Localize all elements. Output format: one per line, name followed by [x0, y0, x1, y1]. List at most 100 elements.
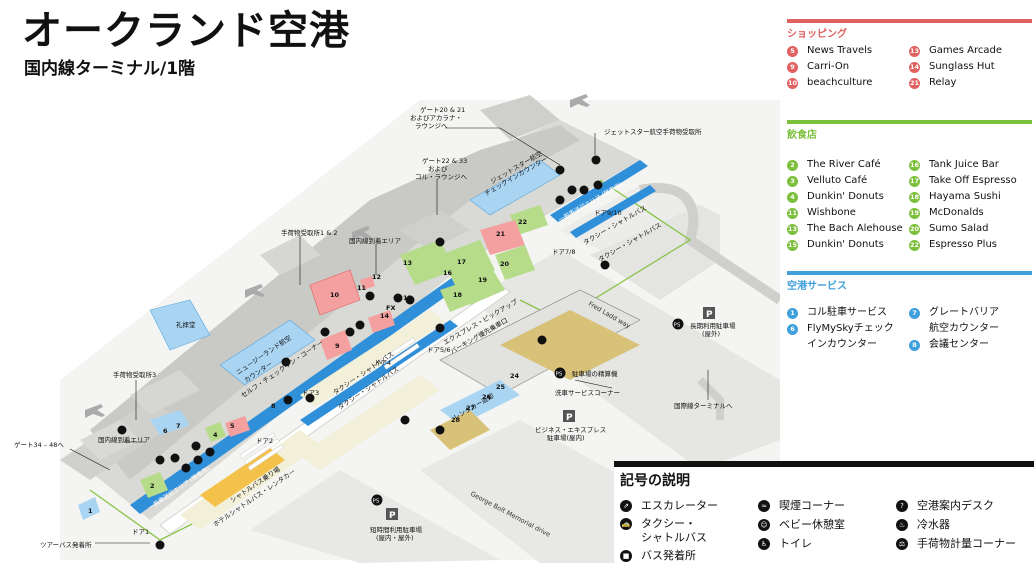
legend-item-name: Sunglass Hut — [929, 61, 995, 72]
legend-item-name: コル駐車サービス — [807, 307, 887, 318]
food-areas — [140, 205, 548, 498]
label-gate-20-21: ゲート20 & 21 — [420, 105, 465, 114]
legend-item: 10 beachculture — [787, 77, 872, 89]
service-number-badge: 8 — [909, 339, 920, 351]
legend-item-name: beachculture — [807, 77, 873, 88]
scale-icon: ⚖ — [896, 538, 908, 550]
shop-number: 28 — [451, 416, 461, 424]
shop-number-badge: 10 — [787, 77, 798, 89]
key-item: ⇗ エスカレーター — [620, 499, 718, 513]
service-number-badge: 6 — [787, 323, 798, 335]
legend-item-name: Hayama Sushi — [929, 191, 1001, 202]
label-business-parking: 駐車場(屋内) — [547, 433, 585, 442]
shop-number-badge: 13 — [909, 45, 920, 57]
label-door-4: ドア4 — [374, 359, 391, 367]
shuttle-bands — [180, 310, 445, 530]
legend-item-name: FlyMySkyチェック — [807, 323, 894, 334]
key-item-label: バス発着所 — [641, 549, 696, 562]
legend-item: 21 Relay — [909, 77, 956, 89]
food-color-bar — [787, 120, 1032, 124]
shop-number-badge: 9 — [787, 61, 798, 73]
shop-number: 12 — [372, 273, 381, 281]
shopping-title: ショッピング — [787, 29, 847, 40]
label-short-term-parking: 短時間利用駐車場 — [370, 525, 423, 534]
label-gate-20-21: ラウンジへ — [415, 122, 448, 130]
food-number-badge: 18 — [909, 191, 920, 203]
label-gate-34-48: ゲート34 – 48へ — [14, 440, 64, 449]
legend-item-name: グレートバリア — [929, 307, 999, 318]
key-item: ■ バス発着所 — [620, 549, 696, 563]
legend-item: 18 Hayama Sushi — [909, 191, 1001, 203]
shop-number: 10 — [330, 291, 340, 299]
shop-number: 11 — [357, 284, 367, 292]
shop-number: 15 — [403, 294, 413, 302]
parking-sign-business: P — [566, 413, 573, 423]
label-door-7-8: ドア7/8 — [552, 248, 575, 256]
food-number-badge: 2 — [787, 159, 798, 171]
shop-number: 18 — [453, 291, 463, 299]
label-parking-pay: 駐車場の精算機 — [572, 369, 618, 378]
leader-lines — [69, 127, 709, 544]
label-business-parking: ビジネス・エキスプレス — [535, 425, 606, 434]
service-number-badge: 7 — [909, 307, 920, 319]
key-item: 🚕 タクシー・ シャトルバス — [620, 517, 707, 545]
symbol-key: 記号の説明 ⇗ エスカレーター 🚕 タクシー・ シャトルバス ■ バス発着所 ≈… — [614, 461, 1034, 563]
key-item: ? 空港案内デスク — [896, 499, 994, 513]
shop-number: 20 — [500, 260, 510, 268]
shop-number: 14 — [380, 312, 390, 320]
label-door-5-6: ドア5/6 — [427, 346, 450, 354]
key-item-label: ベビー休憩室 — [779, 518, 845, 531]
shop-number: 16 — [443, 269, 453, 277]
key-item-label: タクシー・ — [641, 517, 696, 530]
crosswalk — [239, 337, 420, 471]
key-item: ♨ 冷水器 — [896, 518, 950, 532]
label-gate-22-33: および — [428, 165, 448, 173]
toilet-icon: ♿ — [758, 538, 770, 550]
shop-number-badge: 21 — [909, 77, 920, 89]
food-number-badge: 19 — [909, 207, 920, 219]
parking-signs: P P P PS PS PS FX — [371, 304, 715, 521]
airline-areas — [78, 159, 561, 520]
shop-number: 24 — [510, 372, 520, 380]
legend-item-name: Relay — [929, 77, 957, 88]
food-title: 飲食店 — [787, 130, 817, 141]
legend-item-name: インカウンター — [807, 339, 877, 350]
legend-item-name: Tank Juice Bar — [929, 159, 999, 170]
label-gate-22-33: コル・ラウンジへ — [415, 173, 468, 181]
shopping-color-bar — [787, 19, 1032, 23]
facility-icons — [117, 155, 610, 550]
label-to-international: 国際線ターミナルへ — [674, 401, 733, 410]
shop-number: 22 — [518, 218, 527, 226]
key-color-bar — [614, 461, 1034, 467]
food-number-badge: 3 — [787, 175, 798, 187]
smoking-icon: ≈ — [758, 500, 770, 512]
shop-number: 7 — [176, 422, 181, 430]
premium-parking-sign-1: PS — [674, 323, 681, 329]
airplane-icons — [85, 94, 590, 418]
label-chapel: 礼拝堂 — [176, 320, 196, 329]
food-number-badge: 20 — [909, 223, 920, 235]
key-item: ≈ 喫煙コーナー — [758, 499, 845, 513]
label-gate-20-21: およびアカラナ・ — [410, 114, 462, 122]
legend-item-continued: 航空カウンター — [929, 321, 999, 337]
key-item-label: シャトルバス — [641, 531, 707, 544]
services-title: 空港サービス — [787, 281, 847, 292]
legend-item-name: Espresso Plus — [929, 239, 997, 250]
food-number-badge: 4 — [787, 191, 798, 203]
label-car-wash: 洗車サービスコーナー — [555, 388, 620, 397]
shop-number: 21 — [496, 230, 506, 238]
shop-number: 26 — [482, 393, 492, 401]
services-color-bar — [787, 271, 1032, 275]
